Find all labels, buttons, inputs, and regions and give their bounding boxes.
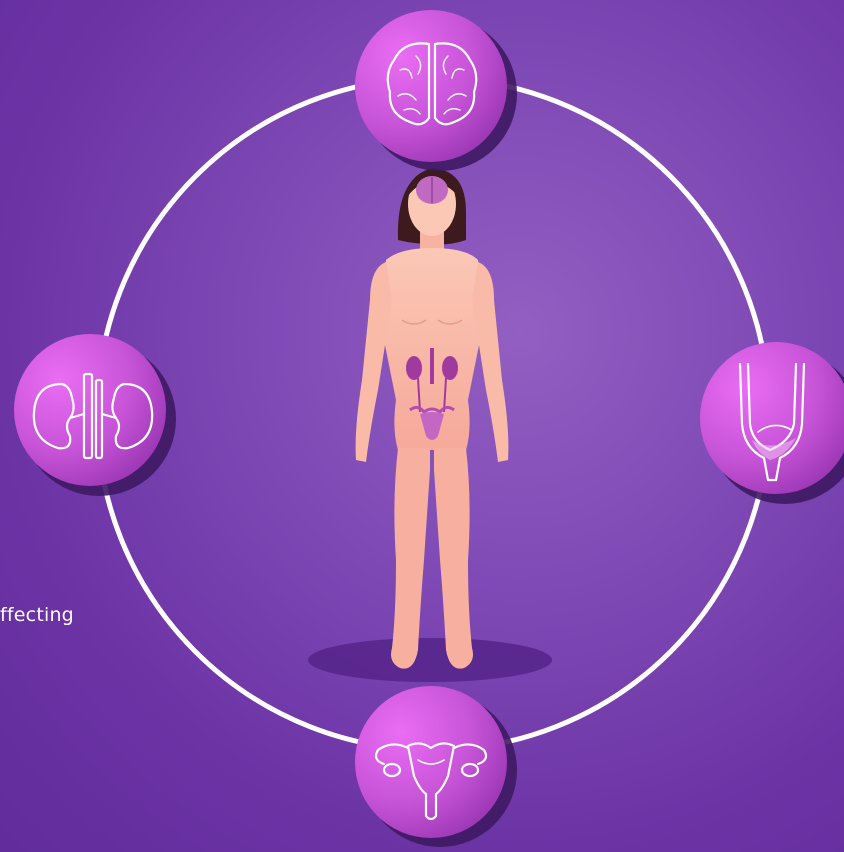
female-body-figure [356,168,509,669]
bladder-badge [700,342,844,504]
figure-floor-shadow [308,638,552,682]
uterus-badge [355,686,517,847]
brain-badge [355,10,517,171]
caption-text: ffecting [0,604,74,626]
kidneys-badge [14,334,176,496]
